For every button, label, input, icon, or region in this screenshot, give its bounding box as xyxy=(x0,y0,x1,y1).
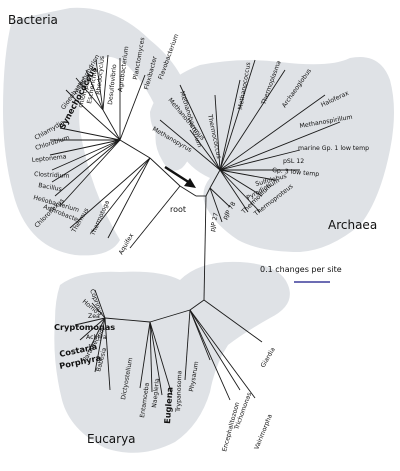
eucarya-branches xyxy=(74,289,263,401)
root-label: root xyxy=(170,205,186,214)
root-arrow-head xyxy=(184,178,196,188)
leaf-label: Rhodocyclus xyxy=(95,56,106,96)
leaf-label: marine Gp. 1 low temp xyxy=(298,145,369,152)
leaf-label: Naegleria xyxy=(151,378,161,409)
leaf-label: Achlya xyxy=(86,334,107,341)
leaf-label: Desulfovibrio xyxy=(107,64,118,105)
scale-bar-label: 0.1 changes per site xyxy=(260,265,342,274)
leaf-label: pSL 12 xyxy=(283,158,304,165)
archaea-title: Archaea xyxy=(328,218,377,232)
leaf-label: Vairimorpha xyxy=(253,413,274,451)
eucarya-title: Eucarya xyxy=(87,432,136,446)
bacteria-branches xyxy=(49,54,181,249)
leaf-label: Gp. 3 low temp xyxy=(272,167,320,178)
leaf-label: Euglena xyxy=(162,387,175,425)
leaf-label: Clostridium xyxy=(34,171,70,180)
leaf-label: Leptonema xyxy=(31,153,67,164)
leaf-label: pJP 27 xyxy=(209,212,220,232)
bacteria-region xyxy=(3,7,195,256)
leaf-label: Trypanosoma xyxy=(175,370,183,413)
leaf-label: Bacillus xyxy=(38,182,63,193)
leaf-label: Cryptomonas xyxy=(54,322,115,332)
leaf-label: Zea xyxy=(88,313,100,320)
bacteria-title: Bacteria xyxy=(8,13,58,27)
leaf-label: Giardia xyxy=(260,346,277,369)
archaea-branches xyxy=(159,59,341,223)
eucarya-region xyxy=(54,261,290,453)
archaea-region xyxy=(150,56,394,252)
leaf-label: Entamoeba xyxy=(139,382,151,418)
root-arrow xyxy=(164,165,191,185)
trunk-branches xyxy=(179,185,211,301)
